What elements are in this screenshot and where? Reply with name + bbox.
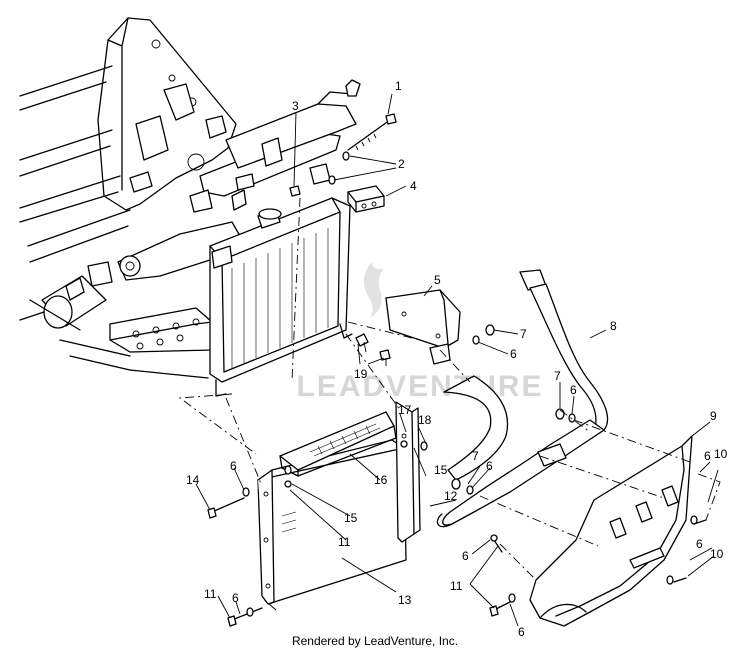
shroud-13 — [257, 439, 407, 605]
callout-17: 17 — [398, 403, 412, 417]
leader-lines — [195, 93, 719, 627]
callout-7b: 7 — [554, 369, 561, 383]
callout-6b: 6 — [570, 383, 577, 397]
callout-6i: 6 — [518, 625, 525, 639]
callout-5: 5 — [434, 273, 441, 287]
radiator — [209, 197, 353, 397]
callout-10a: 10 — [714, 447, 728, 461]
assembly-lines — [178, 197, 721, 611]
fasteners — [207, 324, 707, 627]
callout-6f: 6 — [462, 549, 469, 563]
callout-12: 12 — [444, 489, 458, 503]
callout-3: 3 — [292, 99, 299, 113]
callout-6d: 6 — [486, 459, 493, 473]
washers-2 — [328, 151, 350, 185]
shroud-panel-12 — [395, 401, 421, 543]
callout-7c: 7 — [472, 449, 479, 463]
callout-18: 18 — [418, 413, 432, 427]
callout-10b: 10 — [710, 547, 724, 561]
callout-4: 4 — [410, 179, 417, 193]
callout-8: 8 — [610, 319, 617, 333]
callout-2: 2 — [398, 157, 405, 171]
block-4 — [347, 185, 385, 213]
callout-16: 16 — [374, 473, 388, 487]
bolt-1 — [347, 113, 397, 151]
nut-3 — [289, 185, 301, 197]
callouts: 1 2 3 4 5 6 7 8 7 6 9 6 10 7 6 12 13 14 … — [186, 79, 728, 639]
vehicle-frame — [19, 17, 361, 379]
skid-plate-9 — [529, 435, 693, 627]
pins-19 — [355, 333, 391, 366]
callout-19: 19 — [354, 367, 368, 381]
watermark-text: LEADVENTURE — [296, 370, 543, 403]
watermark: LEADVENTURE — [296, 262, 543, 403]
callout-6h: 6 — [232, 591, 239, 605]
bracket-5 — [385, 289, 461, 365]
callout-11b: 11 — [450, 579, 463, 593]
callout-6a: 6 — [510, 347, 517, 361]
callout-14: 14 — [186, 473, 200, 487]
callout-15b: 15 — [434, 463, 448, 477]
callout-6e: 6 — [230, 459, 237, 473]
callout-6g: 6 — [696, 537, 703, 551]
callout-13: 13 — [398, 593, 412, 607]
callout-11a: 11 — [338, 535, 351, 549]
footer-credit: Rendered by LeadVenture, Inc. — [291, 634, 459, 648]
callout-9: 9 — [710, 409, 717, 423]
callout-11c: 11 — [204, 587, 217, 601]
callout-15a: 15 — [344, 511, 358, 525]
callout-6c: 6 — [704, 449, 711, 463]
callout-7a: 7 — [520, 327, 527, 341]
callout-1: 1 — [395, 79, 402, 93]
